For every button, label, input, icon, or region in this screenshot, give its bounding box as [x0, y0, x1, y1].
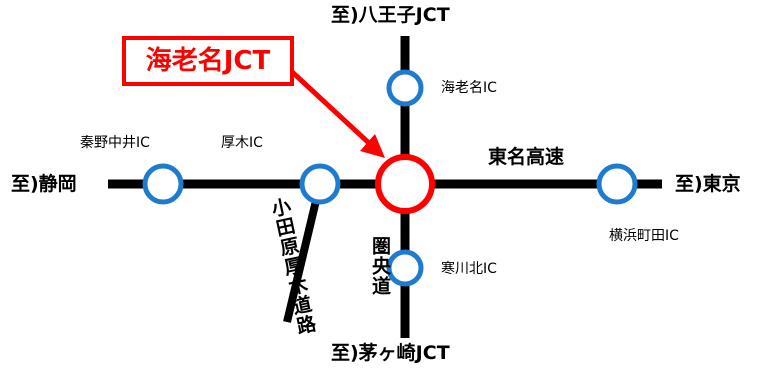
ic-marker-hadano-nakai — [142, 163, 184, 205]
direction-east-label: 至)東京 — [675, 173, 741, 195]
ic-label-ebina: 海老名IC — [441, 80, 497, 96]
direction-west-label: 至)静岡 — [11, 173, 77, 195]
odawara-atsugi-road — [283, 183, 324, 323]
ic-label-samukawa-kita: 寒川北IC — [441, 261, 497, 277]
jct-marker-ebina — [375, 154, 435, 214]
tomei-route-label: 東名高速 — [488, 146, 565, 168]
ken-o-route-label: 圏央道 — [369, 236, 391, 296]
ic-label-yokohama-machida: 横浜町田IC — [609, 228, 679, 244]
ebina-jct-callout-label: 海老名JCT — [145, 46, 271, 76]
ebina-jct-callout: 海老名JCT — [122, 36, 294, 86]
direction-south-label: 至)茅ヶ崎JCT — [331, 342, 450, 364]
ic-marker-atsugi — [299, 163, 341, 205]
ic-label-atsugi: 厚木IC — [221, 135, 263, 151]
callout-arrow-head — [360, 134, 385, 158]
direction-north-label: 至)八王子JCT — [331, 4, 450, 26]
ic-marker-yokohama-machida — [596, 163, 638, 205]
ic-label-hadano-nakai: 秦野中井IC — [80, 135, 150, 151]
ic-marker-samukawa-kita — [386, 249, 424, 287]
callout-arrow-line — [288, 68, 372, 146]
ic-marker-ebina — [386, 69, 424, 107]
